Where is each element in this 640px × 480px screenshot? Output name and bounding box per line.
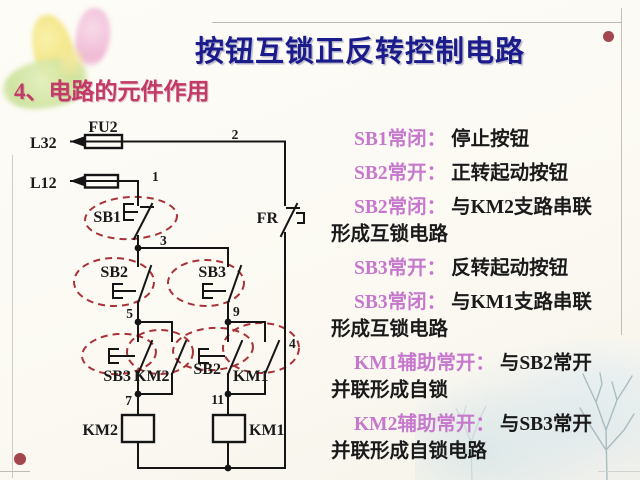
top-divider-line [212, 22, 622, 23]
desc-continued: 并联形成自锁电路 [331, 441, 488, 462]
wire-11: 11 [211, 392, 224, 407]
winter-tree-background [415, 340, 640, 480]
km1-coil-symbol [211, 413, 247, 444]
tree-large [579, 372, 635, 480]
list-item: SB2常闭：与KM2支路串联 形成互锁电路 [331, 194, 635, 248]
arrow-l32 [70, 136, 84, 147]
highlight-km1-aux [222, 322, 300, 374]
wire-9: 9 [233, 304, 240, 319]
label-sb2-start: SB2 [100, 264, 128, 281]
highlight-sb1 [84, 195, 178, 241]
left-divider-line [12, 155, 13, 478]
arrow-l12 [70, 176, 84, 186]
label-fu2: FU2 [88, 119, 117, 136]
label-km1-coil: KM1 [249, 422, 285, 439]
label-sb2-interlock: SB2 [193, 361, 221, 378]
desc: 反转起动按钮 [451, 258, 569, 279]
term-sb3-nc: SB3常闭： [354, 292, 447, 313]
km2-aux-contact [170, 339, 188, 376]
desc-continued: 形成互锁电路 [331, 319, 449, 340]
sb2-nc-actuator-icon [198, 348, 225, 364]
desc-continued: 形成互锁电路 [331, 224, 449, 245]
list-item: KM1辅助常开：与SB2常开 并联形成自锁 [331, 350, 635, 404]
wire-numbers: 2 1 3 5 9 7 11 4 [125, 127, 296, 408]
label-fr: FR [257, 210, 279, 227]
right-divider-line [621, 8, 622, 335]
desc: 与KM1支路串联 [451, 292, 592, 313]
list-item: SB3常开：反转起动按钮 [331, 255, 635, 282]
term-sb1-nc: SB1常闭： [354, 129, 447, 150]
sb2-start-contact [112, 264, 153, 305]
desc: 与SB3常开 [499, 414, 592, 435]
accent-dot-bottom-left [14, 453, 26, 465]
km2-coil-symbol [120, 413, 156, 444]
fr-contact [279, 202, 305, 238]
list-item: KM2辅助常开：与SB3常开 并联形成自锁电路 [331, 411, 635, 465]
sb2-actuator-icon [112, 283, 136, 299]
flower-bud [58, 46, 84, 76]
label-km2-coil: KM2 [82, 422, 118, 439]
label-l12: L12 [30, 175, 57, 192]
sb3-actuator-icon [202, 283, 226, 299]
list-item: SB2常开：正转起动按钮 [331, 160, 635, 187]
wire-4: 4 [289, 336, 296, 351]
highlight-km2-aux [126, 329, 194, 375]
km1-aux-contact [263, 339, 281, 376]
bottom-right-line [598, 471, 640, 472]
desc-continued: 并联形成自锁 [331, 380, 449, 401]
wire-2: 2 [232, 127, 239, 142]
desc: 与KM2支路串联 [451, 197, 592, 218]
highlight-sb2-interlock [172, 326, 254, 372]
page-title: 按钮互锁正反转控制电路 [194, 36, 525, 68]
component-labels: L32 L12 FU2 FR SB1 SB2 SB3 SB3 KM2 SB2 K… [30, 119, 285, 439]
sb3-interlock-contact [108, 339, 154, 376]
label-sb3-interlock: SB3 [103, 368, 131, 385]
desc: 正转起动按钮 [451, 163, 569, 184]
term-sb2-nc: SB2常闭： [354, 197, 447, 218]
fr-thermal-icon [296, 212, 305, 224]
section-heading: 4、电路的元件作用 [14, 79, 210, 104]
wires [70, 133, 286, 469]
label-sb3-start: SB3 [198, 264, 226, 281]
accent-dot-top-right [603, 31, 614, 42]
wire-7: 7 [125, 393, 132, 408]
junction-dots [134, 244, 232, 472]
term-sb3-no: SB3常开： [354, 258, 447, 279]
term-sb2-no: SB2常开： [354, 163, 447, 184]
label-km2-aux: KM2 [134, 368, 170, 385]
term-km1-aux: KM1辅助常开： [354, 353, 495, 374]
list-item: SB3常闭：与KM1支路串联 形成互锁电路 [331, 289, 635, 343]
highlight-sb3-interlock [81, 332, 157, 376]
bottom-left-line [0, 471, 30, 472]
contacts [108, 202, 305, 444]
sb3-start-contact [202, 264, 243, 305]
term-km2-aux: KM2辅助常开： [354, 414, 495, 435]
desc: 与SB2常开 [499, 353, 592, 374]
desc: 停止按钮 [451, 129, 530, 150]
highlight-sb3-start [167, 259, 245, 307]
sb3-nc-actuator-icon [108, 348, 135, 364]
wire-3: 3 [160, 233, 167, 248]
tree-small [455, 405, 487, 480]
highlight-sb2-start [73, 257, 155, 307]
fuse-fu2-symbol [83, 133, 124, 150]
sb2-interlock-contact [198, 339, 244, 376]
fuse-l12-symbol [83, 173, 120, 189]
highlight-ellipses [73, 195, 300, 376]
component-function-list: SB1常闭：停止按钮 SB2常开：正转起动按钮 SB2常闭：与KM2支路串联 形… [331, 126, 635, 472]
list-item: SB1常闭：停止按钮 [331, 126, 635, 153]
label-km1-aux: KM1 [233, 368, 269, 385]
wire-1: 1 [152, 169, 159, 184]
label-l32: L32 [30, 135, 57, 152]
sb1-nc-contact [123, 202, 154, 241]
label-sb1: SB1 [93, 209, 121, 226]
sb1-actuator-icon [123, 203, 138, 221]
wire-5: 5 [126, 306, 133, 321]
flower-decoration [0, 2, 125, 114]
